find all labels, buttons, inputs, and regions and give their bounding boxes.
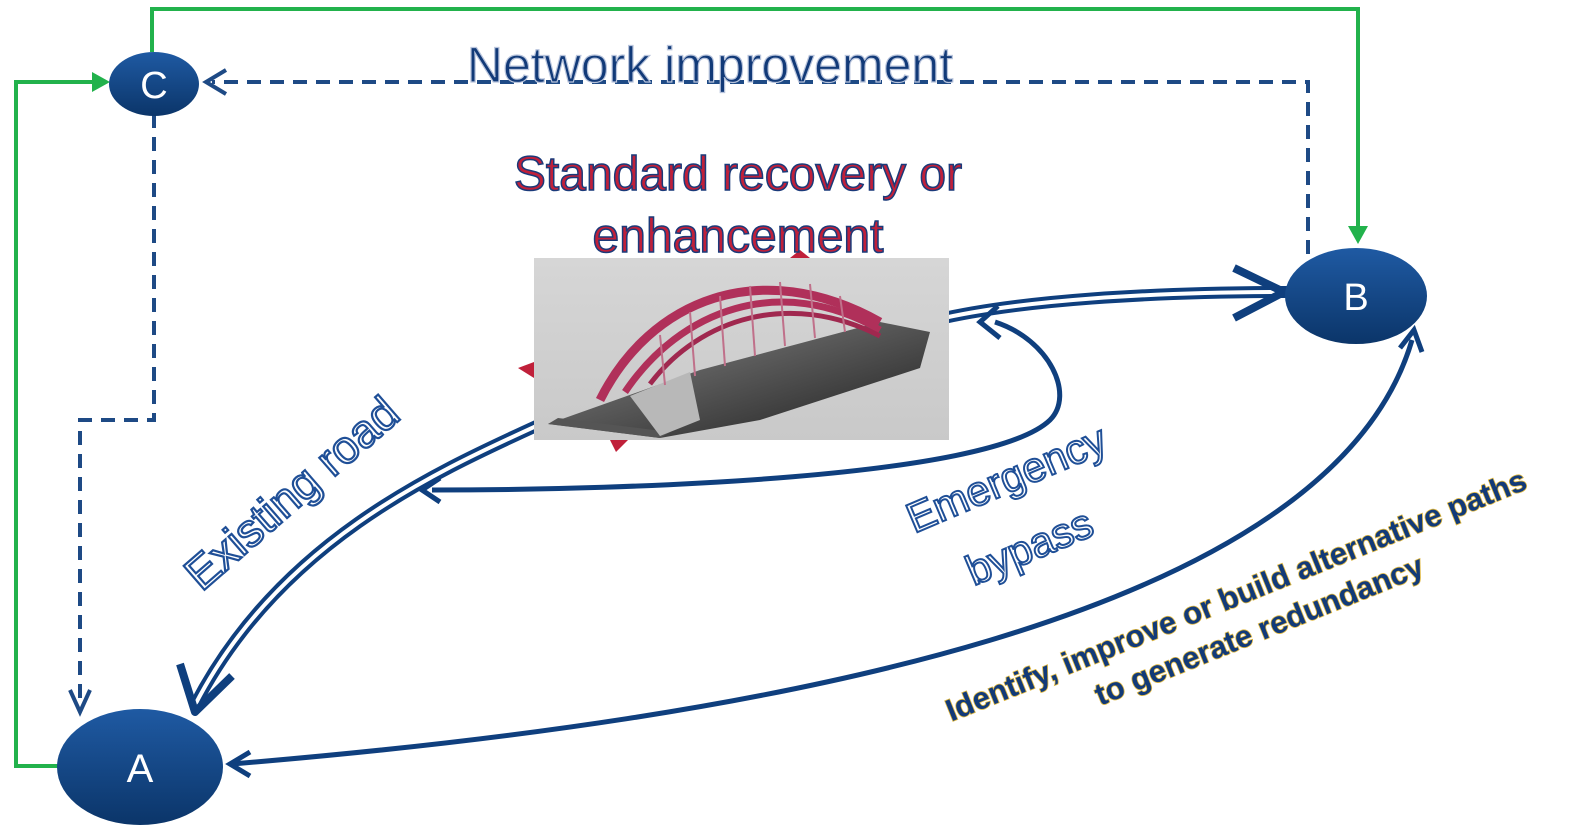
node-b[interactable]: B [1285,248,1427,344]
node-a-label: A [127,747,154,791]
standard-recovery-line2: enhancement [593,210,884,263]
standard-recovery-line1: Standard recovery or [514,148,962,201]
green-arrowhead-b [1348,226,1368,244]
existing-road-label: Existing road [174,386,409,600]
alternative-path-a-b [225,324,1425,779]
green-loop-a-to-c [14,72,110,768]
node-c-label: C [140,65,167,107]
dashed-path-c-to-a [68,114,156,717]
node-b-label: B [1343,277,1368,319]
arch-bridge-photo [518,250,949,452]
existing-road-path [176,264,1291,716]
node-a[interactable]: A [57,709,223,825]
alternative-paths-label: Identify, improve or build alternative p… [940,462,1532,729]
existing-road-arrowhead-a [176,662,235,716]
standard-recovery-label: Standard recovery or enhancement [513,147,963,264]
network-improvement-label: Network improvement [467,37,953,93]
node-c[interactable]: C [109,52,199,116]
existing-road-arrowhead-b [1232,264,1288,322]
dashed-path-b-to-c [202,68,1310,254]
emergency-bypass-path [417,304,1063,505]
green-loop-c-to-b [150,7,1368,244]
alternative-line1: Identify, improve or build alternative p… [941,462,1532,728]
green-arrowhead-c [92,72,110,92]
